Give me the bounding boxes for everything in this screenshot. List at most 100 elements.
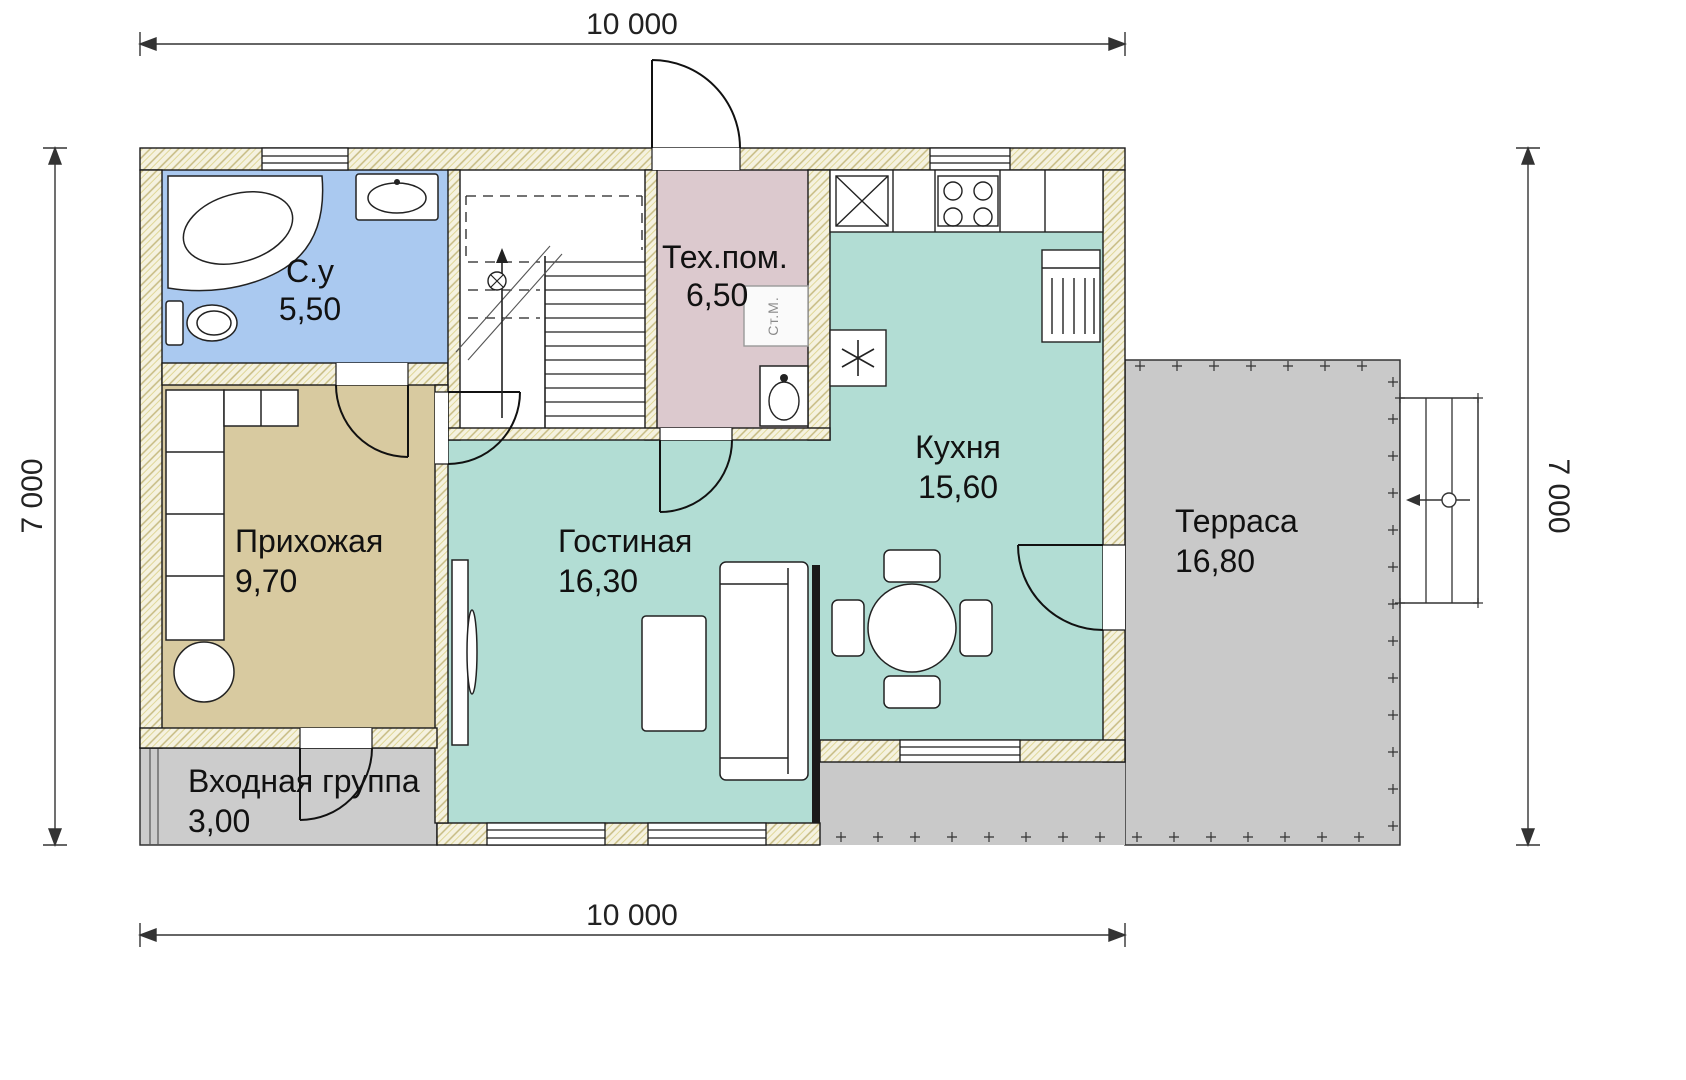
dining-chair-south xyxy=(883,675,941,709)
stair-treads xyxy=(545,261,645,417)
window-bathroom xyxy=(261,147,349,171)
dim-left-label: 7 000 xyxy=(16,458,49,533)
arrow-icon xyxy=(47,146,63,165)
fridge xyxy=(1041,249,1101,343)
dim-right-label: 7 000 xyxy=(1542,458,1575,533)
kitchen-sink-cross xyxy=(835,175,889,227)
label-tech-name: Тех.пом. xyxy=(662,239,788,275)
arrow-icon xyxy=(1520,828,1536,847)
wall-right xyxy=(1102,169,1126,763)
toilet-seat xyxy=(196,310,232,336)
dim-top-label: 10 000 xyxy=(586,8,678,41)
label-hallway-area: 9,70 xyxy=(235,563,297,599)
dimension-lines: 10 000 10 000 7 000 7 000 xyxy=(16,8,1575,947)
steps-arrow-head xyxy=(1406,494,1420,506)
window-living-2 xyxy=(647,822,767,846)
wall-under-stairs xyxy=(447,427,831,441)
wall-top xyxy=(139,147,1126,171)
dining-chair-east xyxy=(959,599,993,657)
tech-door-swing xyxy=(659,439,733,513)
hallway-furniture xyxy=(165,389,299,703)
hall-living-door-swing xyxy=(447,391,521,465)
washing-machine xyxy=(743,285,809,347)
window-dining xyxy=(899,739,1021,763)
arrow-icon xyxy=(138,927,157,943)
freezer-snowflake-icon xyxy=(841,340,875,376)
dimension-top: 10 000 xyxy=(138,8,1127,56)
stairs xyxy=(455,195,645,428)
stair-post-cross xyxy=(490,274,504,288)
dimension-right: 7 000 xyxy=(1516,146,1575,847)
stair-break-line xyxy=(455,245,563,361)
fridge-grill xyxy=(1042,267,1100,334)
label-bathroom-area: 5,50 xyxy=(279,291,341,327)
wall-tech-kitchen xyxy=(807,169,831,441)
stove-burner xyxy=(973,181,993,201)
sofa-cushions xyxy=(720,568,789,774)
label-kitchen-name: Кухня xyxy=(915,429,1001,465)
washing-machine-label: Ст.М. xyxy=(765,296,781,335)
stove-burner xyxy=(943,181,963,201)
label-kitchen-area: 15,60 xyxy=(918,469,998,505)
counter-dividers xyxy=(892,170,1046,232)
stove-burner xyxy=(943,207,963,227)
room-stair-hall xyxy=(460,170,645,428)
dining-set xyxy=(831,549,993,709)
windows xyxy=(261,147,1021,846)
dimension-bottom: 10 000 xyxy=(138,899,1127,947)
wall-left xyxy=(139,169,163,749)
label-terrace-area: 16,80 xyxy=(1175,543,1255,579)
sink-faucet xyxy=(394,179,400,185)
wall-living-partition xyxy=(812,565,820,823)
bathtub-basin xyxy=(182,191,294,265)
door-openings xyxy=(299,148,1125,748)
stove-burner xyxy=(973,207,993,227)
terrace-door-swing xyxy=(1017,544,1104,631)
room-labels: С.у 5,50 Тех.пом. 6,50 Кухня 15,60 Прихо… xyxy=(188,239,1298,839)
wardrobe-tall xyxy=(165,389,225,641)
window-kitchen xyxy=(929,147,1011,171)
terrace-steps xyxy=(1395,393,1483,608)
tech-equipment: Ст.М. xyxy=(743,285,809,427)
dining-chair-north xyxy=(883,549,941,583)
arrow-icon xyxy=(138,36,157,52)
label-terrace-name: Терраса xyxy=(1175,503,1298,539)
dimension-left: 7 000 xyxy=(16,146,67,847)
front-door-swing xyxy=(651,59,741,149)
tv-stand xyxy=(451,559,469,746)
window-living-1 xyxy=(486,822,606,846)
dining-table xyxy=(867,583,957,673)
utility-sink-faucet xyxy=(780,374,788,382)
doors xyxy=(299,59,1104,821)
bathroom-door-swing xyxy=(335,384,409,458)
steps-posts xyxy=(1395,393,1483,608)
terrace-deck xyxy=(1124,359,1401,846)
wardrobe-shelves xyxy=(166,451,224,577)
label-entrance-name: Входная группа xyxy=(188,763,420,799)
arrow-icon xyxy=(1108,927,1127,943)
label-entrance-area: 3,00 xyxy=(188,803,250,839)
dim-bottom-label: 10 000 xyxy=(586,899,678,932)
label-hallway-name: Прихожая xyxy=(235,523,383,559)
label-bathroom-name: С.у xyxy=(286,253,334,289)
terrace-posts xyxy=(836,361,1398,842)
wall-stairs-tech xyxy=(644,169,658,441)
wall-stairs-west xyxy=(447,169,461,441)
wall-hall-south xyxy=(139,727,438,749)
terrace-details xyxy=(836,361,1483,842)
arrow-icon xyxy=(1108,36,1127,52)
bathroom-fixtures xyxy=(165,173,439,346)
terrace-strip xyxy=(820,762,1125,845)
arrow-icon xyxy=(47,828,63,847)
toilet-tank xyxy=(165,300,184,346)
arrow-icon xyxy=(1520,146,1536,165)
sofa xyxy=(719,561,809,781)
label-living-area: 16,30 xyxy=(558,563,638,599)
steps-marker xyxy=(1441,492,1457,508)
porch-door-swing xyxy=(299,747,373,821)
porch-step-lines xyxy=(149,748,159,845)
label-living-name: Гостиная xyxy=(558,523,692,559)
wall-hall-living xyxy=(434,384,449,824)
